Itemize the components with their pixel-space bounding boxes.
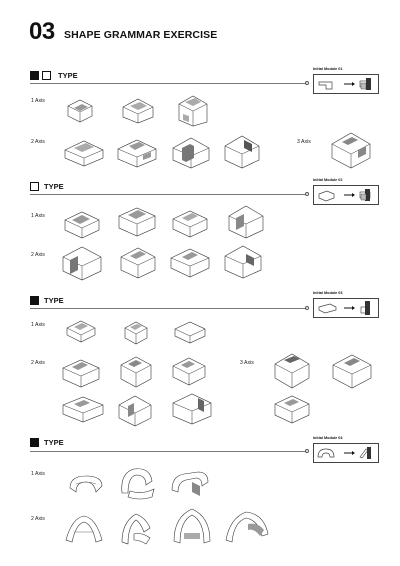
module-transform-diagram bbox=[318, 189, 371, 202]
module-drawing bbox=[64, 318, 98, 344]
module-drawing bbox=[62, 138, 106, 168]
module-drawing bbox=[330, 350, 374, 390]
slot-type-icon bbox=[30, 296, 39, 305]
module-drawing bbox=[66, 470, 106, 498]
module-drawing bbox=[222, 242, 264, 280]
frame-type-icon bbox=[30, 182, 39, 191]
initial-module-panel bbox=[313, 74, 379, 94]
arch-type-icon bbox=[30, 438, 39, 447]
type-label: TYPE bbox=[44, 182, 64, 191]
axis-label: 1 Axis bbox=[31, 98, 45, 104]
module-drawing bbox=[116, 204, 158, 238]
module-drawing bbox=[116, 392, 154, 428]
page-title: SHAPE GRAMMAR EXERCISE bbox=[64, 29, 218, 41]
module-drawing bbox=[62, 208, 102, 240]
divider-endpoint bbox=[305, 81, 309, 85]
axis-label: 2 Axis bbox=[31, 516, 45, 522]
module-drawing bbox=[170, 134, 212, 170]
section-divider bbox=[30, 308, 306, 309]
module-transform-diagram bbox=[318, 78, 371, 90]
axis-label: 2 Axis bbox=[31, 139, 45, 145]
module-drawing bbox=[226, 202, 266, 240]
divider-endpoint bbox=[305, 192, 309, 196]
module-transform-diagram bbox=[318, 301, 370, 315]
module-drawing bbox=[222, 132, 262, 170]
module-drawing bbox=[328, 128, 374, 170]
initial-module-panel bbox=[313, 185, 379, 205]
axis-label: 3 Axis bbox=[297, 139, 311, 145]
module-drawing bbox=[168, 464, 212, 500]
corner-type-icon-alt bbox=[42, 71, 51, 80]
section-divider bbox=[30, 451, 306, 452]
axis-label: 2 Axis bbox=[31, 360, 45, 366]
axis-label: 3 Axis bbox=[240, 360, 254, 366]
module-title: Initial Module 04 bbox=[313, 436, 343, 440]
initial-module-panel bbox=[313, 443, 379, 463]
type-label: TYPE bbox=[58, 71, 78, 80]
module-drawing bbox=[175, 92, 211, 128]
module-drawing bbox=[60, 394, 106, 424]
module-drawing bbox=[170, 354, 208, 388]
axis-label: 1 Axis bbox=[31, 213, 45, 219]
type-label: TYPE bbox=[44, 296, 64, 305]
module-drawing bbox=[170, 207, 210, 239]
module-drawing bbox=[222, 506, 272, 546]
module-drawing bbox=[60, 356, 102, 390]
corner-type-icon bbox=[30, 71, 39, 80]
module-title: Initial Module 02 bbox=[313, 178, 343, 182]
module-drawing bbox=[62, 510, 106, 546]
divider-endpoint bbox=[305, 306, 309, 310]
module-drawing bbox=[120, 95, 156, 125]
module-drawing bbox=[168, 245, 212, 279]
section-divider bbox=[30, 83, 306, 84]
page-number: 03 bbox=[29, 18, 55, 45]
module-drawing bbox=[115, 137, 159, 169]
module-drawing bbox=[172, 318, 208, 346]
module-drawing bbox=[272, 392, 312, 426]
module-title: Initial Module 01 bbox=[313, 67, 343, 71]
module-drawing bbox=[64, 96, 98, 124]
module-transform-diagram bbox=[317, 447, 371, 459]
module-drawing bbox=[118, 463, 158, 501]
module-drawing bbox=[118, 353, 154, 389]
module-drawing bbox=[122, 318, 150, 346]
type-label: TYPE bbox=[44, 438, 64, 447]
initial-module-panel bbox=[313, 298, 379, 318]
module-title: Initial Module 03 bbox=[313, 291, 343, 295]
section-divider bbox=[30, 194, 306, 195]
module-drawing bbox=[116, 508, 156, 548]
axis-label: 2 Axis bbox=[31, 252, 45, 258]
axis-label: 1 Axis bbox=[31, 471, 45, 477]
module-drawing bbox=[118, 244, 158, 280]
module-drawing bbox=[272, 350, 312, 390]
module-drawing bbox=[170, 390, 214, 426]
module-drawing bbox=[60, 242, 104, 282]
module-drawing bbox=[170, 505, 214, 547]
divider-endpoint bbox=[305, 449, 309, 453]
axis-label: 1 Axis bbox=[31, 322, 45, 328]
